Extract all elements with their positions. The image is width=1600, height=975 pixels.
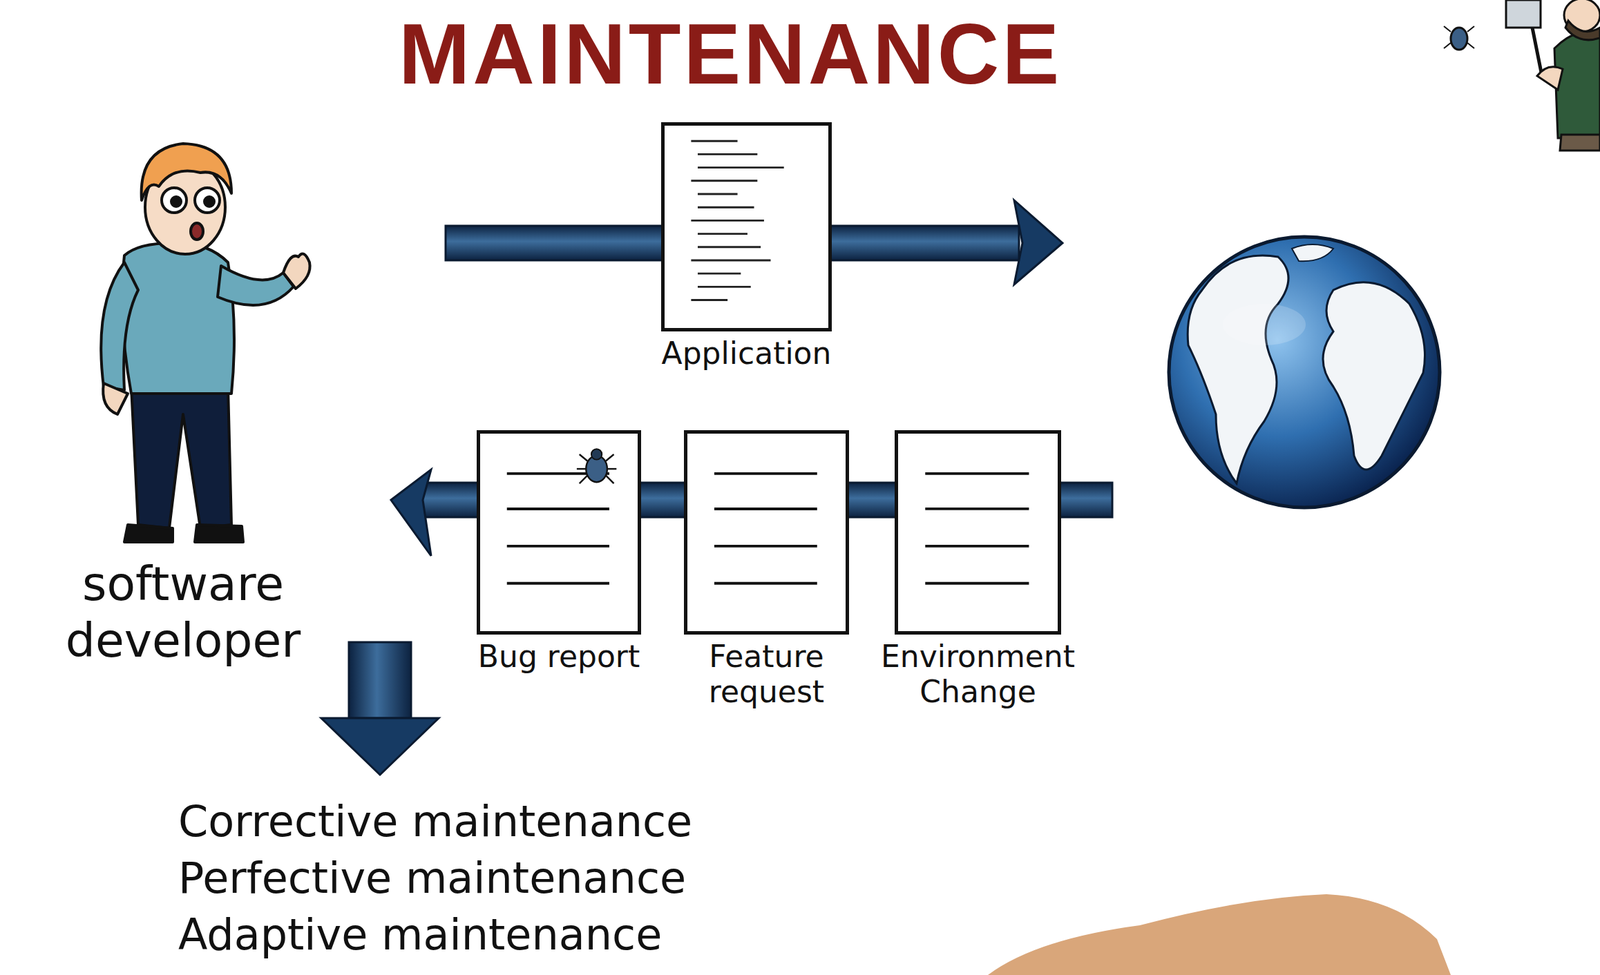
- document-label: Application: [622, 336, 872, 372]
- document-box: Feature request: [683, 430, 850, 635]
- title: MAINTENANCE: [288, 5, 1173, 103]
- maintenance-type: Corrective maintenance: [178, 794, 870, 850]
- document-lines: [687, 433, 846, 632]
- globe: [1168, 236, 1440, 508]
- document-box: Environment Change: [894, 430, 1062, 635]
- document-lines: [664, 125, 829, 329]
- document-box: Bug report: [476, 430, 642, 635]
- bug-hunter: [1443, 0, 1600, 151]
- maintenance-type: Perfective maintenance: [178, 851, 870, 907]
- document-lines: [898, 433, 1058, 632]
- connector-arrow: [843, 482, 901, 518]
- maintenance-type: Adaptive maintenance: [178, 907, 870, 964]
- document-label: Bug report: [475, 639, 642, 675]
- connector-arrow: [635, 482, 690, 518]
- document-lines: [480, 433, 638, 632]
- developer-figure: [100, 143, 310, 543]
- document-label: Environment Change: [864, 639, 1093, 710]
- hand: [987, 894, 1451, 975]
- role-label: software developer: [41, 556, 325, 670]
- document-label: Feature request: [676, 639, 858, 710]
- bug-icon: [576, 449, 617, 484]
- down-arrow: [321, 642, 439, 776]
- document-box: Application: [661, 122, 832, 332]
